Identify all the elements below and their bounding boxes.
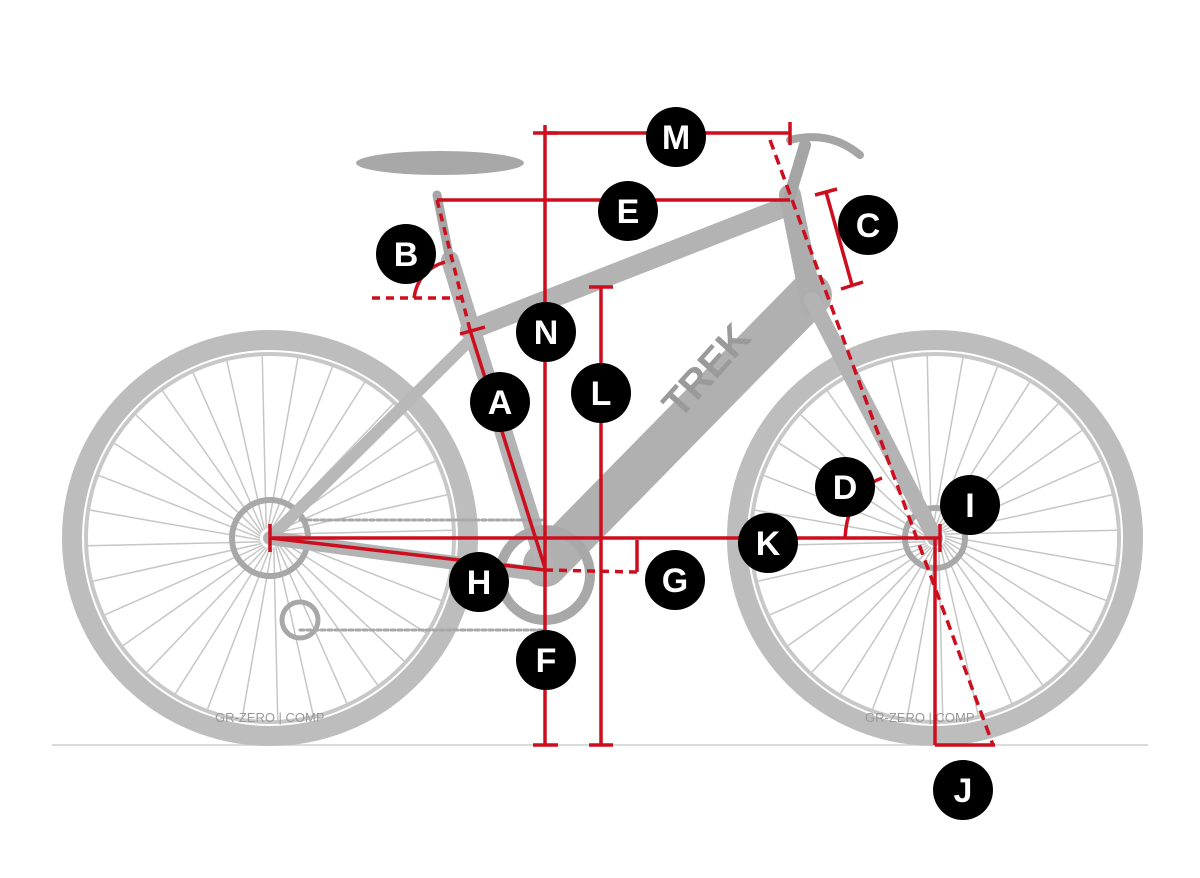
label-text: H	[467, 564, 492, 602]
label-d: D	[815, 457, 875, 517]
label-text: E	[617, 193, 640, 231]
spoke	[941, 544, 1013, 704]
label-i: I	[940, 475, 1000, 535]
label-circle	[645, 550, 705, 610]
label-text: J	[954, 772, 973, 810]
spoke	[944, 539, 1091, 634]
spoke	[839, 547, 934, 694]
label-text: I	[965, 487, 974, 525]
label-circle	[940, 475, 1000, 535]
label-text: C	[856, 207, 881, 245]
label-text: K	[756, 525, 781, 563]
spoke	[906, 547, 938, 718]
spoke	[758, 542, 927, 582]
label-text: G	[662, 562, 688, 600]
label-e: E	[598, 181, 658, 241]
label-circle	[598, 181, 658, 241]
label-text: D	[833, 469, 858, 507]
label-circle	[738, 513, 798, 573]
label-circle	[933, 760, 993, 820]
rear-wheel	[62, 330, 478, 746]
spoke	[811, 546, 932, 673]
label-g: G	[645, 550, 705, 610]
label-j: J	[933, 760, 993, 820]
label-l: L	[571, 363, 631, 423]
label-circle	[571, 363, 631, 423]
label-text: L	[591, 375, 612, 413]
label-circle	[376, 224, 436, 284]
seat-tube-line-a	[468, 329, 547, 569]
label-circle	[838, 195, 898, 255]
label-n: N	[516, 302, 576, 362]
label-b: B	[376, 224, 436, 284]
spoke	[932, 358, 964, 529]
label-k: K	[738, 513, 798, 573]
spoke	[826, 390, 928, 533]
label-text: A	[488, 384, 513, 422]
label-circle	[516, 302, 576, 362]
head-tube-line-c	[824, 191, 854, 286]
label-circle	[516, 630, 576, 690]
spoke	[787, 545, 930, 647]
label-circle	[646, 107, 706, 167]
spoke	[769, 544, 929, 616]
label-text: N	[534, 314, 559, 352]
spoke	[944, 537, 1107, 602]
label-circle	[815, 457, 875, 517]
label-text: F	[536, 642, 557, 680]
label-circle	[470, 372, 530, 432]
head-angle-dashed	[768, 139, 995, 746]
label-f: F	[516, 630, 576, 690]
spoke	[871, 547, 936, 710]
label-m: M	[646, 107, 706, 167]
label-text: B	[394, 236, 419, 274]
spoke	[942, 543, 1044, 686]
rear-tire-text: GR-ZERO | COMP	[215, 710, 325, 725]
front-tire-text: GR-ZERO | COMP	[865, 710, 975, 725]
spoke	[926, 356, 932, 529]
label-a: A	[470, 372, 530, 432]
spoke	[943, 541, 1070, 662]
label-h: H	[449, 552, 509, 612]
label-text: M	[662, 119, 690, 157]
saddle	[356, 151, 524, 175]
measurement-labels: A B C D E F G H I J K L M N	[376, 107, 1000, 820]
spoke	[938, 547, 944, 720]
label-c: C	[838, 195, 898, 255]
bb-drop-dashed-g	[544, 568, 638, 574]
label-circle	[449, 552, 509, 612]
spoke	[755, 509, 926, 541]
spoke	[944, 535, 1115, 567]
